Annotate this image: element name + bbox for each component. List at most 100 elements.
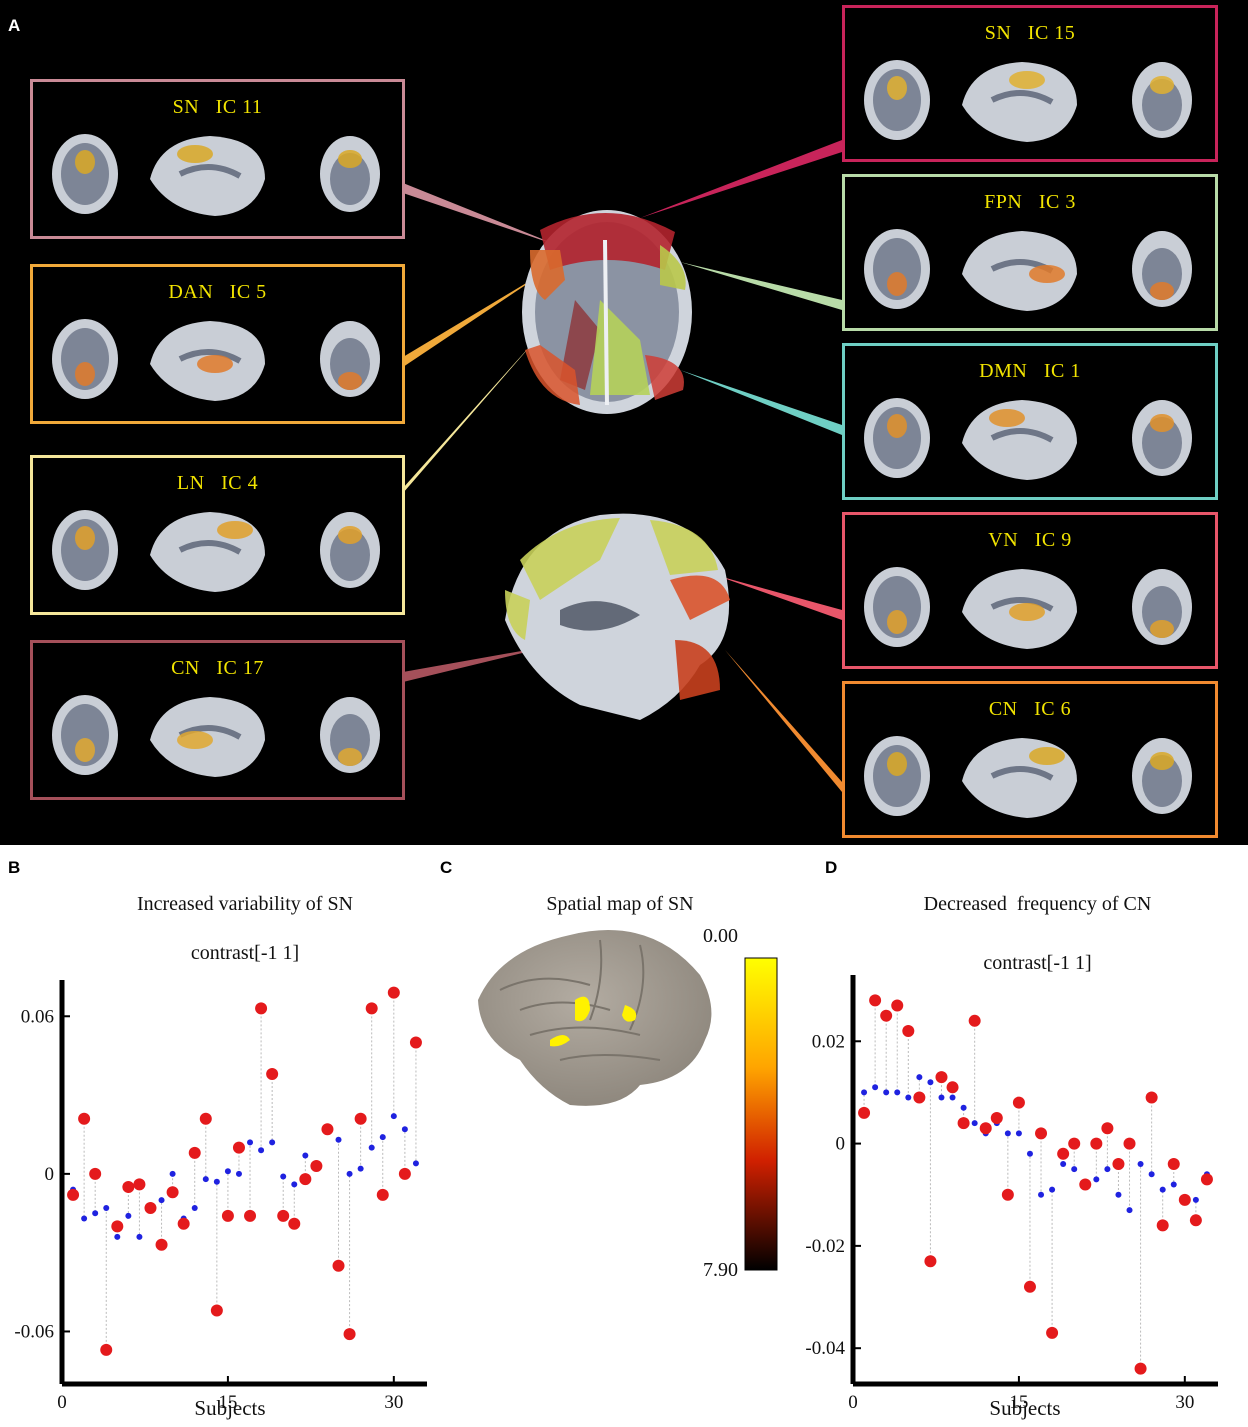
activation-overlay (1150, 414, 1174, 432)
data-point (1123, 1137, 1136, 1150)
x-tick-label: 15 (1009, 1392, 1028, 1413)
data-point (89, 1167, 102, 1180)
activation-overlay (1150, 620, 1174, 638)
fitted-point (938, 1094, 945, 1101)
brain-slice-set (864, 398, 1192, 480)
activation-overlay (177, 731, 213, 749)
fitted-point (1181, 1196, 1188, 1203)
data-point (177, 1217, 190, 1230)
fitted-point (916, 1074, 923, 1081)
fitted-point (1026, 1150, 1033, 1157)
activation-overlay (197, 355, 233, 373)
fitted-point (291, 1181, 298, 1188)
data-point (1090, 1137, 1103, 1150)
fitted-point (191, 1205, 198, 1212)
data-point (321, 1123, 334, 1136)
fitted-point (136, 1233, 143, 1240)
ic-box-title: FPN IC 3 (984, 191, 1076, 213)
fitted-point (235, 1170, 242, 1177)
connector-lines (403, 140, 842, 792)
data-point (1167, 1158, 1180, 1171)
activation-overlay (1150, 76, 1174, 94)
data-point (255, 1002, 268, 1015)
ic-box-title: DMN IC 1 (979, 360, 1081, 382)
data-point (288, 1217, 301, 1230)
ic-box-title: CN IC 6 (988, 698, 1072, 720)
axial-brain (522, 210, 692, 414)
activation-overlay (887, 76, 907, 100)
fitted-point (368, 1144, 375, 1151)
fitted-point (1038, 1191, 1045, 1198)
activation-overlay (989, 409, 1025, 427)
data-point (266, 1068, 279, 1081)
fitted-point (1049, 1186, 1056, 1193)
fitted-point (905, 1094, 912, 1101)
data-point (858, 1106, 871, 1119)
fitted-point (70, 1186, 77, 1193)
panel-d-subtitle: contrast[-1 1] (983, 952, 1092, 974)
brain-slice-set (52, 134, 380, 216)
data-point (310, 1159, 323, 1172)
data-point (924, 1255, 937, 1268)
panel-d-xlabel: Subjects (989, 1396, 1060, 1420)
data-point (1001, 1188, 1014, 1201)
data-point (221, 1209, 234, 1222)
activation-overlay (887, 610, 907, 634)
x-tick-label: 30 (384, 1392, 403, 1413)
fitted-point (1060, 1161, 1067, 1168)
data-point (1012, 1096, 1025, 1109)
axial-slice-inner (873, 238, 921, 300)
fitted-point (169, 1170, 176, 1177)
data-point (1057, 1147, 1070, 1160)
fitted-point (158, 1197, 165, 1204)
fitted-point (213, 1178, 220, 1185)
sagittal-brain (505, 513, 730, 720)
data-point (398, 1167, 411, 1180)
sn-activation-cluster (622, 1005, 637, 1022)
data-point (409, 1036, 422, 1049)
brain-slice-set (52, 695, 380, 777)
fitted-point (313, 1162, 320, 1169)
fitted-point (1015, 1130, 1022, 1137)
fitted-point (993, 1120, 1000, 1127)
data-point (244, 1209, 257, 1222)
data-point (144, 1202, 157, 1215)
fitted-point (324, 1128, 331, 1135)
fitted-point (1203, 1171, 1210, 1178)
center-brain-composite (505, 210, 730, 720)
fitted-point (971, 1120, 978, 1127)
sn-activation-cluster (550, 1035, 570, 1047)
ic-box-title: SN IC 11 (172, 96, 263, 118)
data-point (232, 1141, 245, 1154)
data-point (1156, 1219, 1169, 1232)
activation-overlay (75, 150, 95, 174)
y-tick-label: 0.06 (21, 1006, 54, 1027)
activation-overlay (887, 752, 907, 776)
coronal-slice-inner (330, 529, 370, 581)
y-tick-label: -0.06 (14, 1321, 54, 1342)
data-point (1189, 1214, 1202, 1227)
fitted-point (1148, 1171, 1155, 1178)
activation-overlay (887, 272, 907, 296)
fitted-point (1115, 1191, 1122, 1198)
data-point (1112, 1158, 1125, 1171)
data-point (365, 1002, 378, 1015)
data-point (210, 1304, 223, 1317)
fitted-point (346, 1170, 353, 1177)
fitted-point (1170, 1181, 1177, 1188)
sagittal-slice-inner (990, 89, 1054, 105)
brain-slice-set (864, 60, 1192, 142)
activation-overlay (338, 150, 362, 168)
data-point (1079, 1178, 1092, 1191)
brain-slice-set (864, 736, 1192, 818)
fitted-point (1137, 1161, 1144, 1168)
sagittal-slice-inner (178, 348, 242, 364)
ic-box-sn11: SN IC 11 (30, 79, 405, 239)
fitted-point (1126, 1207, 1133, 1214)
ic-box-dmn1: DMN IC 1 (842, 343, 1218, 500)
y-tick-label: -0.04 (805, 1338, 845, 1359)
ic-box-title: LN IC 4 (176, 472, 259, 494)
data-point (332, 1259, 345, 1272)
fitted-point (927, 1079, 934, 1086)
connector-fpn3 (680, 262, 842, 310)
